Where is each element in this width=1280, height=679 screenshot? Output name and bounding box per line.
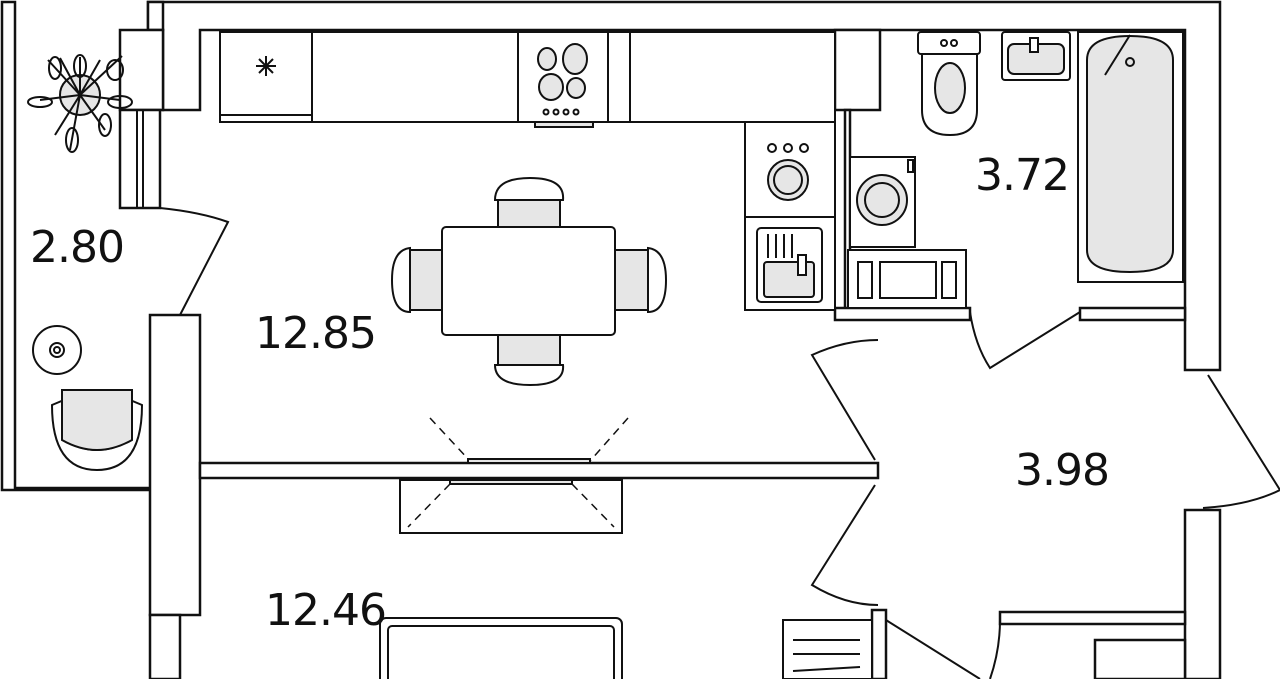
balcony-window — [118, 108, 162, 210]
walls — [0, 0, 1222, 679]
area-label-bathroom: 3.72 — [975, 150, 1070, 201]
balcony-door[interactable] — [159, 207, 230, 316]
bathroom-cabinet — [847, 249, 967, 309]
bedroom-door[interactable] — [810, 484, 879, 606]
closet-door[interactable] — [885, 619, 1001, 679]
bed — [379, 617, 623, 679]
fridge-icon — [256, 56, 276, 76]
plant-icon — [27, 54, 133, 153]
washbasin-icon — [1001, 31, 1071, 81]
bathtub-icon — [1077, 31, 1184, 283]
kitchen-counter — [219, 31, 836, 123]
washing-machine-icon — [849, 156, 916, 248]
area-label-balcony: 2.80 — [30, 222, 125, 273]
tv-unit — [399, 417, 629, 534]
sink-icon — [756, 227, 823, 303]
area-label-hallway: 3.98 — [1015, 445, 1110, 496]
entrance-door[interactable] — [1202, 374, 1280, 509]
kitchen-door[interactable] — [810, 339, 879, 461]
balcony-chair — [50, 389, 144, 472]
dining-set — [390, 176, 668, 387]
balcony-table — [32, 325, 82, 375]
dishwasher-icon — [767, 143, 809, 201]
bathroom-door[interactable] — [969, 311, 1081, 370]
toilet-icon — [917, 31, 981, 137]
storage-shelf — [782, 619, 873, 679]
cooktop-icon — [534, 43, 594, 128]
area-label-bedroom: 12.46 — [265, 585, 387, 636]
area-label-kitchen: 12.85 — [255, 308, 377, 359]
